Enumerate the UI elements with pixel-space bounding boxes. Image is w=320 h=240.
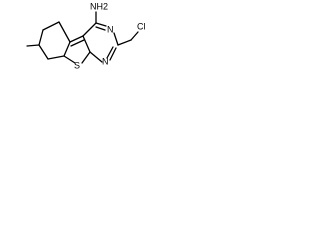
pyrimidine-ring (82, 11, 139, 63)
bond-c5-c6 (63, 41, 71, 57)
bond-thio-c (81, 51, 91, 64)
thiophene-ring (63, 35, 91, 64)
bond-c6-c1 (58, 21, 71, 43)
bond-pyr-d-double (106, 46, 114, 59)
bond-pyr-c (113, 32, 119, 46)
cyclohexene-ring (26, 21, 71, 60)
bond-thio-a (69, 35, 84, 43)
bond-pyr-e (89, 51, 103, 63)
bond-pyr-a (82, 22, 97, 37)
sulfur-label: S (74, 60, 80, 70)
amine-label: NH2 (90, 1, 108, 11)
bond-methyl (26, 44, 40, 47)
bond-ch2 (117, 39, 132, 46)
bond-thio-a-double (70, 39, 85, 47)
bond-thio-d (82, 35, 91, 53)
bond-pyr-d (109, 47, 117, 61)
bond-c1-c2 (42, 21, 60, 31)
molecule-structure: NH2 N N Cl S (26, 1, 146, 70)
nitrogen-upper-label: N (107, 24, 114, 34)
bond-pyr-b (95, 22, 107, 27)
nitrogen-lower-label: N (102, 56, 109, 66)
bond-pyr-b-double (95, 26, 106, 31)
bond-c2-c3 (38, 29, 44, 46)
bond-c3-c4 (38, 44, 49, 60)
bond-ccl (130, 31, 139, 41)
bond-thio-b (63, 55, 76, 64)
bond-c4-c5 (47, 55, 65, 60)
chlorine-label: Cl (137, 21, 146, 31)
